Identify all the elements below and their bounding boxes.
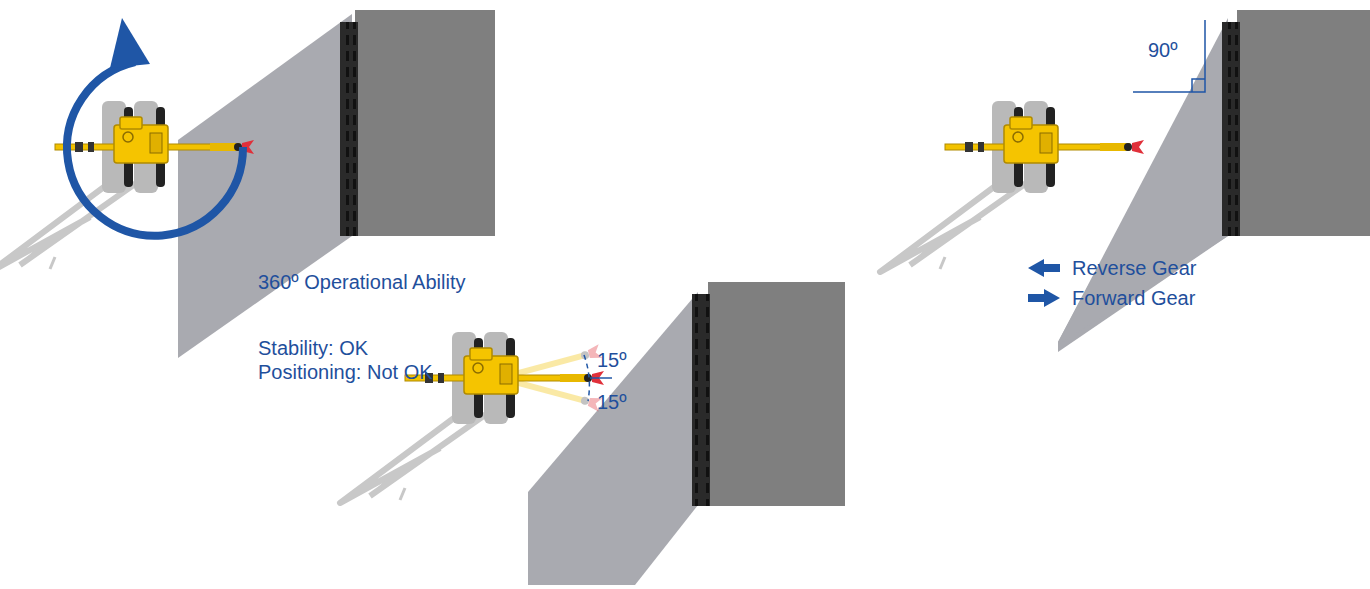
gear-label: Reverse Gear [1072,256,1197,280]
angle-label: 15º [597,348,627,372]
angle-label: 90º [1148,38,1178,62]
gear-label: Forward Gear [1072,286,1195,310]
caption-text: 360º Operational Ability [258,270,465,294]
status-text: Positioning: Not OK [258,360,433,384]
angle-label: 15º [597,390,627,414]
status-text: Stability: OK [258,336,368,360]
